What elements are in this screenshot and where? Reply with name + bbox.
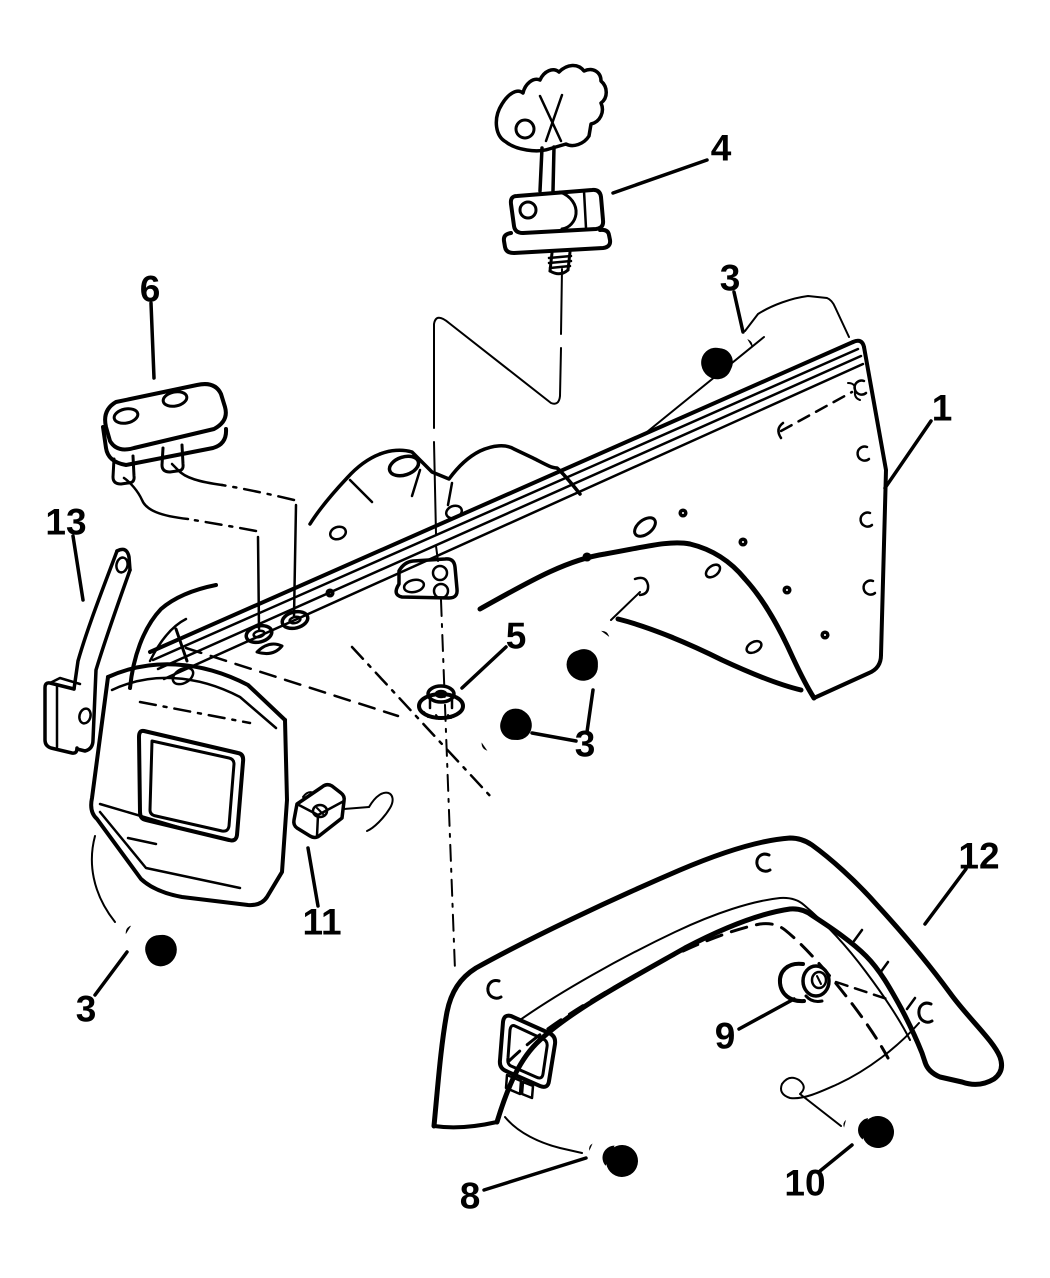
callout-label-10: 10 (784, 1163, 825, 1204)
wheel-arch-edge (477, 540, 817, 701)
callout-leader-6 (149, 301, 156, 380)
callout-leader-3 (93, 950, 129, 997)
fender-front-cap (89, 583, 400, 908)
side-marker-lamp-part-6 (101, 382, 229, 486)
callout-label-13: 13 (45, 502, 86, 543)
callout-leader-9 (737, 997, 796, 1031)
callout-leader-1 (883, 419, 933, 490)
support-bracket-part-13 (43, 547, 132, 755)
callout-label-3: 3 (575, 724, 596, 765)
callout-label-4: 4 (711, 128, 732, 169)
bolt-part-3-front (90, 835, 183, 973)
callout-label-1: 1 (932, 388, 953, 429)
screw-part-10 (839, 1107, 898, 1152)
callout-leader-12 (923, 867, 968, 926)
callout-leader-11 (306, 846, 320, 908)
antenna-mounting-plate (394, 557, 459, 600)
callout-leader-4 (611, 158, 709, 195)
callout-leader-8 (482, 1156, 588, 1192)
antenna-alignment-line (433, 268, 563, 562)
nut-part-5 (417, 684, 465, 720)
fender-panel-part-1 (148, 295, 888, 701)
screw-part-8 (583, 1131, 644, 1183)
callout-leader-3 (732, 290, 745, 334)
u-nut-clip-part-11 (292, 645, 494, 840)
antenna-bracket-part-4 (494, 63, 613, 276)
callout-leader-3 (585, 688, 595, 734)
cowl-outline (744, 295, 850, 338)
callout-label-3: 3 (720, 258, 741, 299)
callout-leader-5 (460, 645, 508, 690)
bolt-part-3-top (695, 328, 760, 385)
bolt-part-3-middle-upper (560, 576, 650, 687)
callout-leader-3 (530, 731, 578, 743)
callout-label-3: 3 (76, 989, 97, 1030)
callout-label-11: 11 (302, 902, 341, 943)
engine-bay-silhouette (308, 444, 582, 541)
callout-leader-10 (818, 1143, 854, 1173)
callout-label-12: 12 (958, 836, 999, 877)
bolt-part-3-middle-lower (473, 702, 538, 761)
callout-leader-13 (71, 534, 85, 602)
callout-label-9: 9 (715, 1016, 736, 1057)
callout-label-5: 5 (506, 616, 527, 657)
fender-flare-part-12 (431, 599, 1004, 1154)
callout-label-8: 8 (460, 1176, 481, 1217)
callout-label-6: 6 (140, 269, 161, 310)
